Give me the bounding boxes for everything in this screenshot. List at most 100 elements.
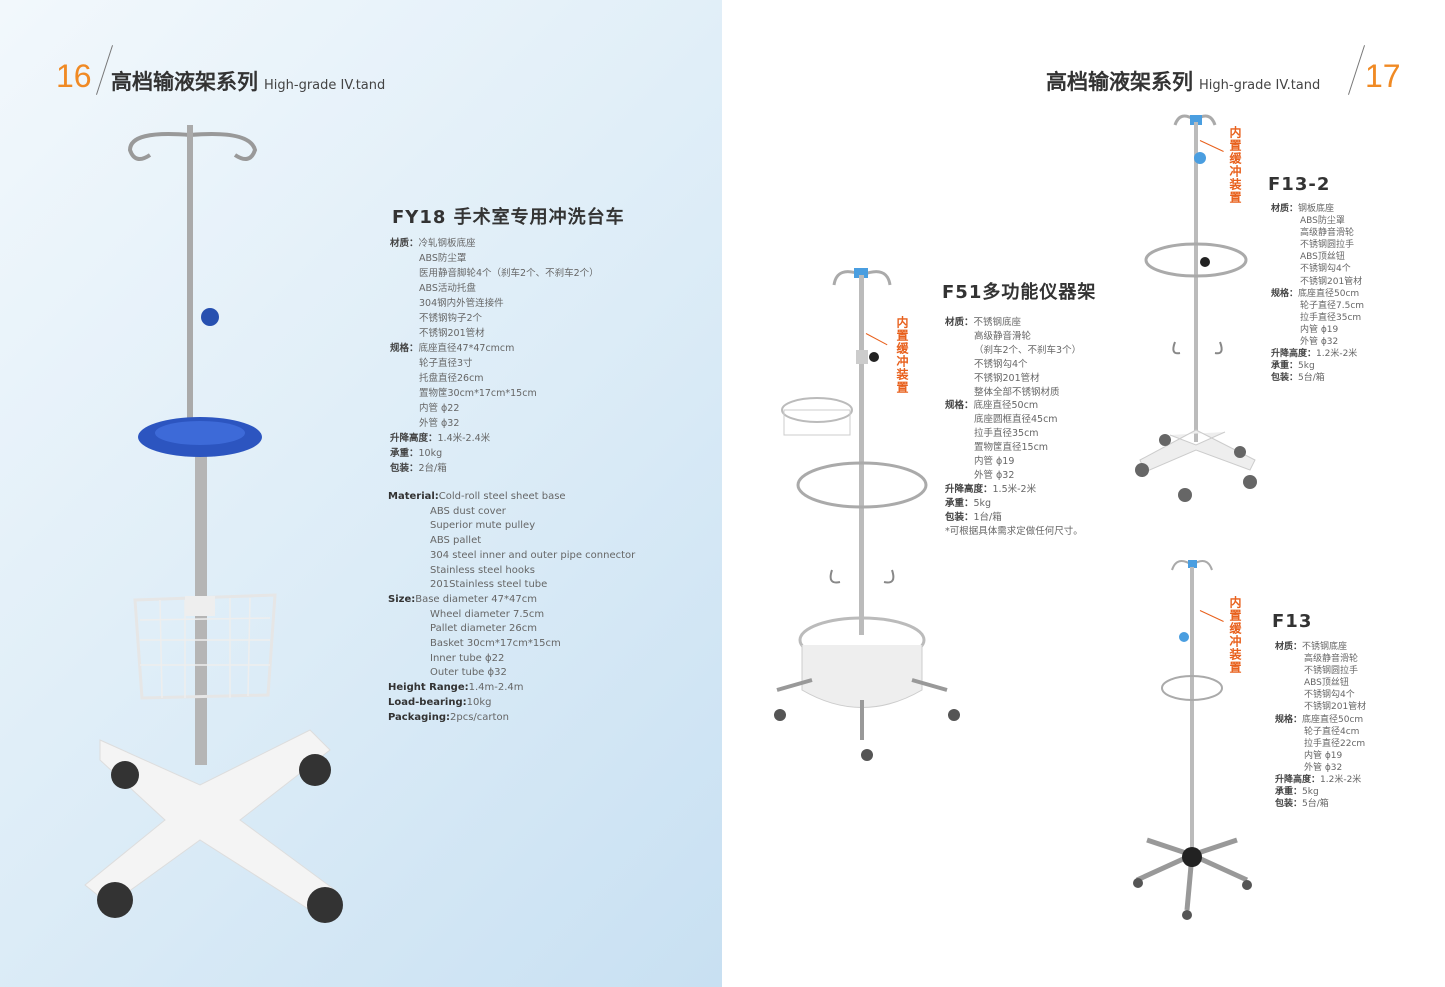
spec-value: 外管 ɸ32: [1300, 337, 1339, 348]
spec-row: Packaging:2pcs/carton: [388, 711, 635, 726]
spec-row: 升降高度：1.4米-2.4米: [390, 431, 599, 446]
f51-product-image: [774, 268, 960, 761]
spec-row: 升降高度：1.2米-2米: [1275, 774, 1366, 786]
f13-2-product-image: [1135, 114, 1257, 502]
spec-value: ABS顶丝钮: [1304, 678, 1349, 689]
spec-value: 钢板底座: [1298, 204, 1335, 214]
spec-row: 内管 ɸ19: [1271, 324, 1364, 336]
spec-row: Inner tube ɸ22: [388, 652, 635, 667]
spec-row: 不锈钢勾4个: [1271, 263, 1364, 275]
spec-row: Size:Base diameter 47*47cm: [388, 593, 635, 608]
spec-value: 轮子直径4cm: [1304, 726, 1360, 737]
spec-value: 拉手直径35cm: [974, 428, 1039, 440]
spec-label: 包装：: [1271, 373, 1299, 384]
spec-value: 2台/箱: [418, 463, 447, 474]
page-number: 17: [1365, 58, 1401, 94]
spec-value: 1.4米-2.4米: [437, 433, 491, 444]
spec-label: Size:: [388, 593, 416, 605]
spec-value: 不锈钢勾4个: [1304, 690, 1355, 701]
spec-row: 外管 ɸ32: [945, 469, 1083, 483]
spec-value: 底座直径50cm: [973, 400, 1039, 412]
spec-row: 承重：5kg: [1271, 360, 1364, 372]
spec-row: 不锈钢圆拉手: [1275, 665, 1366, 677]
spec-value: 不锈钢底座: [973, 317, 1022, 328]
spec-row: 不锈钢201管材: [1275, 701, 1366, 713]
spec-row: Superior mute pulley: [388, 519, 635, 534]
spec-value: 托盘直径26cm: [419, 373, 484, 384]
spec-value: 底座直径50cm: [1298, 288, 1360, 299]
spec-value: 不锈钢圆拉手: [1300, 240, 1355, 251]
spec-value: Outer tube ɸ32: [430, 667, 507, 679]
spec-row: Material:Cold-roll steel sheet base: [388, 490, 635, 505]
spec-value: 304 steel inner and outer pipe connector: [430, 549, 636, 561]
spec-value: 不锈钢底座: [1302, 642, 1348, 652]
spec-value: ABS防尘罩: [1300, 216, 1345, 227]
spec-label: Height Range:: [388, 682, 469, 694]
spec-value: 内管 ɸ19: [1304, 750, 1343, 761]
spec-label: 升降高度：: [1275, 775, 1321, 786]
spec-row: 不锈钢勾4个: [1275, 689, 1366, 701]
spec-row: Basket 30cm*17cm*15cm: [388, 637, 635, 652]
spec-value: *可根据具体需求定做任何尺寸。: [945, 525, 1083, 537]
spec-value: 5kg: [1302, 787, 1319, 798]
spec-value: Pallet diameter 26cm: [430, 623, 537, 635]
f51-buffer-label: 内置缓冲装置: [895, 316, 909, 394]
page-number: 16: [56, 58, 92, 94]
spec-value: 外管 ɸ32: [419, 418, 460, 429]
spec-label: 包装：: [1275, 799, 1303, 810]
spec-value: Stainless steel hooks: [430, 564, 536, 576]
spec-row: 包装：5台/箱: [1275, 798, 1366, 810]
spec-label: 承重：: [1275, 787, 1303, 798]
spec-value: 不锈钢201管材: [1304, 702, 1367, 713]
spec-value: 内管 ɸ22: [419, 403, 460, 414]
spec-row: 外管 ɸ32: [390, 416, 599, 431]
spec-row: ABS pallet: [388, 534, 635, 549]
spec-row: Stainless steel hooks: [388, 564, 635, 579]
title-cn: 高档输液架系列: [1046, 70, 1193, 94]
spec-row: 拉手直径22cm: [1275, 738, 1366, 750]
title-cn: 高档输液架系列: [111, 70, 258, 94]
spec-row: Height Range:1.4m-2.4m: [388, 681, 635, 696]
spec-value: Base diameter 47*47cm: [415, 593, 537, 605]
title-en: High-grade IV.tand: [1199, 78, 1321, 93]
spec-row: 外管 ɸ32: [1275, 762, 1366, 774]
spec-row: ABS顶丝钮: [1271, 251, 1364, 263]
spec-row: 高级静音滑轮: [1271, 227, 1364, 239]
spec-label: 规格：: [390, 343, 419, 354]
spec-value: ABS dust cover: [430, 505, 506, 517]
spec-row: 置物筐30cm*17cm*15cm: [390, 386, 599, 401]
f13-2-product-name: F13-2: [1268, 174, 1331, 195]
spec-row: 托盘直径26cm: [390, 371, 599, 386]
spec-row: 规格：底座直径47*47cmcm: [390, 341, 599, 356]
divider-slash: [1347, 45, 1366, 95]
spec-value: 拉手直径35cm: [1300, 312, 1362, 323]
spec-row: 承重：10kg: [390, 446, 599, 461]
spec-label: 材质：: [390, 238, 419, 249]
spec-value: 5台/箱: [1302, 799, 1329, 810]
spec-value: 外管 ɸ32: [974, 469, 1015, 481]
spec-value: 轮子直径3寸: [419, 358, 473, 369]
spec-row: Wheel diameter 7.5cm: [388, 608, 635, 623]
spec-row: 材质：不锈钢底座: [1275, 641, 1366, 653]
spec-value: 轮子直径7.5cm: [1300, 300, 1365, 311]
spec-row: 201Stainless steel tube: [388, 578, 635, 593]
spec-value: 10kg: [466, 696, 492, 708]
spec-row: ABS活动托盘: [390, 281, 599, 296]
spec-row: 底座圆框直径45cm: [945, 413, 1083, 427]
spec-value: 底座圆框直径45cm: [974, 414, 1058, 426]
spec-row: 材质：钢板底座: [1271, 203, 1364, 215]
spec-row: 包装：5台/箱: [1271, 372, 1364, 384]
spec-row: 不锈钢201管材: [1271, 276, 1364, 288]
spec-row: 包装：1台/箱: [945, 511, 1083, 525]
spec-row: 高级静音滑轮: [945, 330, 1083, 344]
f13-product-name: F13: [1272, 611, 1313, 632]
spec-row: 材质：不锈钢底座: [945, 316, 1083, 330]
spec-value: 5kg: [1298, 361, 1315, 372]
spec-row: 承重：5kg: [945, 497, 1083, 511]
spec-value: 5台/箱: [1298, 373, 1325, 384]
spec-value: 不锈钢201管材: [419, 328, 485, 339]
spec-label: 承重：: [945, 497, 974, 509]
